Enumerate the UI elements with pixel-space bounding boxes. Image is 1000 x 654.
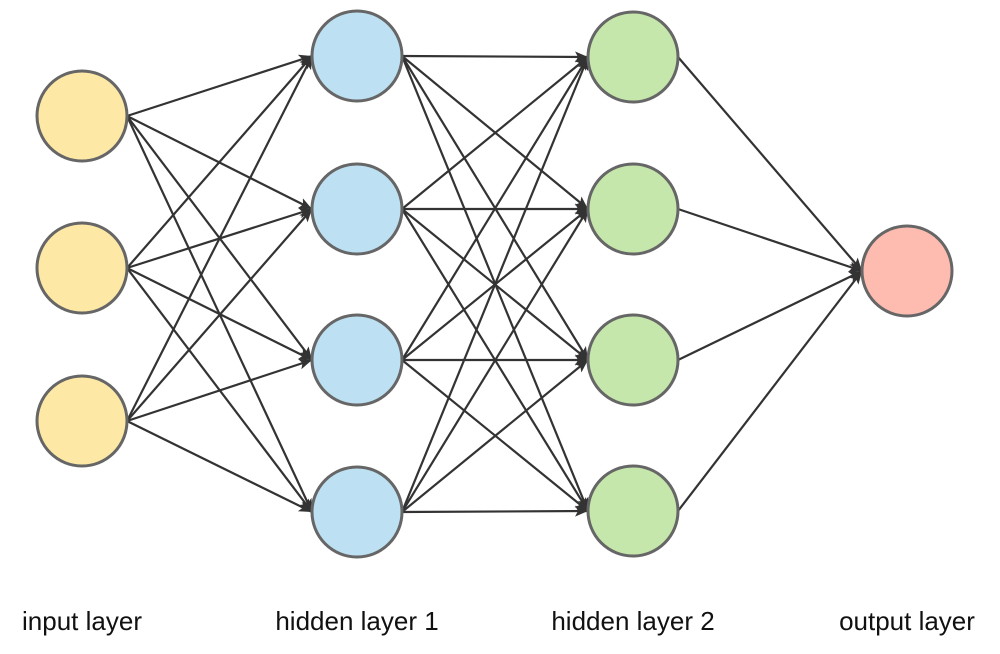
node-hidden1-4: [310, 465, 404, 559]
edge-hidden1-1-to-hidden2-1: [401, 51, 589, 63]
node-hidden2-4: [586, 464, 680, 558]
edge-hidden1-4-to-hidden2-4: [401, 505, 589, 517]
edge-hidden1-4-to-hidden2-2: [401, 208, 589, 513]
node-input-1: [35, 69, 129, 163]
edge-input-3-to-hidden1-2: [126, 208, 313, 422]
layer-label-hidden2: hidden layer 2: [551, 606, 715, 636]
node-hidden1-3: [310, 313, 404, 407]
node-hidden2-3: [586, 313, 680, 407]
node-output-1: [860, 224, 954, 318]
layer-label-hidden1: hidden layer 1: [275, 606, 439, 636]
edge-hidden1-2-to-hidden2-1: [401, 56, 589, 210]
node-hidden2-1: [586, 10, 680, 104]
layer-label-input: input layer: [22, 606, 142, 636]
edge-input-1-to-hidden1-1: [126, 54, 313, 118]
layer-label-output: output layer: [839, 606, 975, 636]
node-input-3: [35, 374, 129, 468]
node-hidden1-1: [310, 9, 404, 103]
edge-hidden2-4-to-output-1: [677, 270, 863, 512]
edge-input-3-to-hidden1-4: [126, 420, 313, 513]
node-hidden1-2: [310, 162, 404, 256]
node-hidden2-2: [586, 162, 680, 256]
edge-input-3-to-hidden1-3: [126, 358, 313, 423]
edge-input-2-to-hidden1-1: [126, 55, 313, 269]
node-input-2: [35, 221, 129, 315]
edge-hidden2-3-to-output-1: [677, 270, 863, 361]
edge-hidden1-4-to-hidden2-1: [400, 56, 590, 513]
edge-hidden1-4-to-hidden2-3: [401, 359, 589, 513]
edge-hidden2-1-to-output-1: [677, 56, 863, 272]
edge-input-3-to-hidden1-1: [126, 55, 313, 422]
edge-hidden2-2-to-output-1: [677, 207, 863, 273]
edge-hidden1-3-to-hidden2-1: [401, 56, 589, 361]
